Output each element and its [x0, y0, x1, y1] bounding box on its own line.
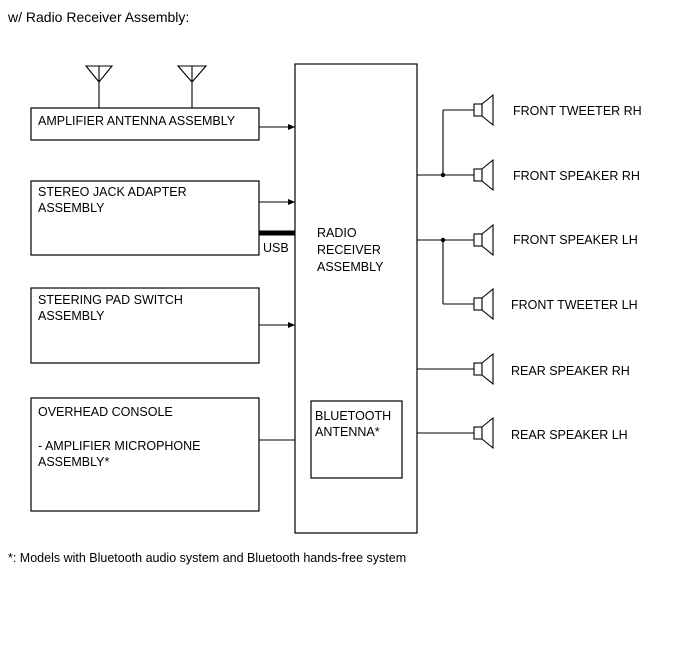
- amplifier-antenna-label: AMPLIFIER ANTENNA ASSEMBLY: [38, 114, 236, 128]
- speaker-icon: [473, 93, 494, 127]
- bluetooth-antenna-label-line1: BLUETOOTH: [315, 409, 391, 423]
- speaker-icon: [473, 352, 494, 386]
- front-speaker-lh-label: FRONT SPEAKER LH: [513, 233, 638, 247]
- diagram-title: w/ Radio Receiver Assembly:: [7, 9, 189, 25]
- amp-microphone-label-line2: ASSEMBLY*: [38, 455, 109, 469]
- front-tweeter-rh-label: FRONT TWEETER RH: [513, 104, 642, 118]
- speaker-icon: [473, 416, 494, 450]
- steering-pad-label-line2: ASSEMBLY: [38, 309, 105, 323]
- antenna-icon: [176, 65, 208, 108]
- bluetooth-antenna-box: [310, 400, 403, 479]
- front-tweeter-lh-label: FRONT TWEETER LH: [511, 298, 638, 312]
- radio-receiver-label-line1: RADIO: [317, 226, 357, 240]
- rear-speaker-rh-label: REAR SPEAKER RH: [511, 364, 630, 378]
- speaker-wiring: [417, 109, 474, 434]
- stereo-jack-label-line2: ASSEMBLY: [38, 201, 105, 215]
- speaker-icon: [473, 223, 494, 257]
- amplifier-antenna-box: [30, 107, 260, 141]
- footnote: *: Models with Bluetooth audio system an…: [8, 551, 406, 565]
- steering-pad-switch-box: [30, 287, 260, 364]
- rear-speaker-lh-label: REAR SPEAKER LH: [511, 428, 628, 442]
- amp-microphone-label-line1: - AMPLIFIER MICROPHONE: [38, 439, 201, 453]
- usb-label: USB: [263, 241, 289, 255]
- front-speaker-rh-label: FRONT SPEAKER RH: [513, 169, 640, 183]
- steering-pad-label-line1: STEERING PAD SWITCH: [38, 293, 183, 307]
- radio-receiver-label-line3: ASSEMBLY: [317, 260, 384, 274]
- stereo-jack-adapter-box: [30, 180, 260, 256]
- bluetooth-antenna-label-line2: ANTENNA*: [315, 425, 380, 439]
- stereo-jack-label-line1: STEREO JACK ADAPTER: [38, 185, 187, 199]
- radio-receiver-label-line2: RECEIVER: [317, 243, 381, 257]
- speaker-icon: [473, 158, 494, 192]
- overhead-console-box: [30, 397, 260, 512]
- overhead-console-label: OVERHEAD CONSOLE: [38, 405, 173, 419]
- speaker-icon: [473, 287, 494, 321]
- antenna-icon: [84, 65, 114, 108]
